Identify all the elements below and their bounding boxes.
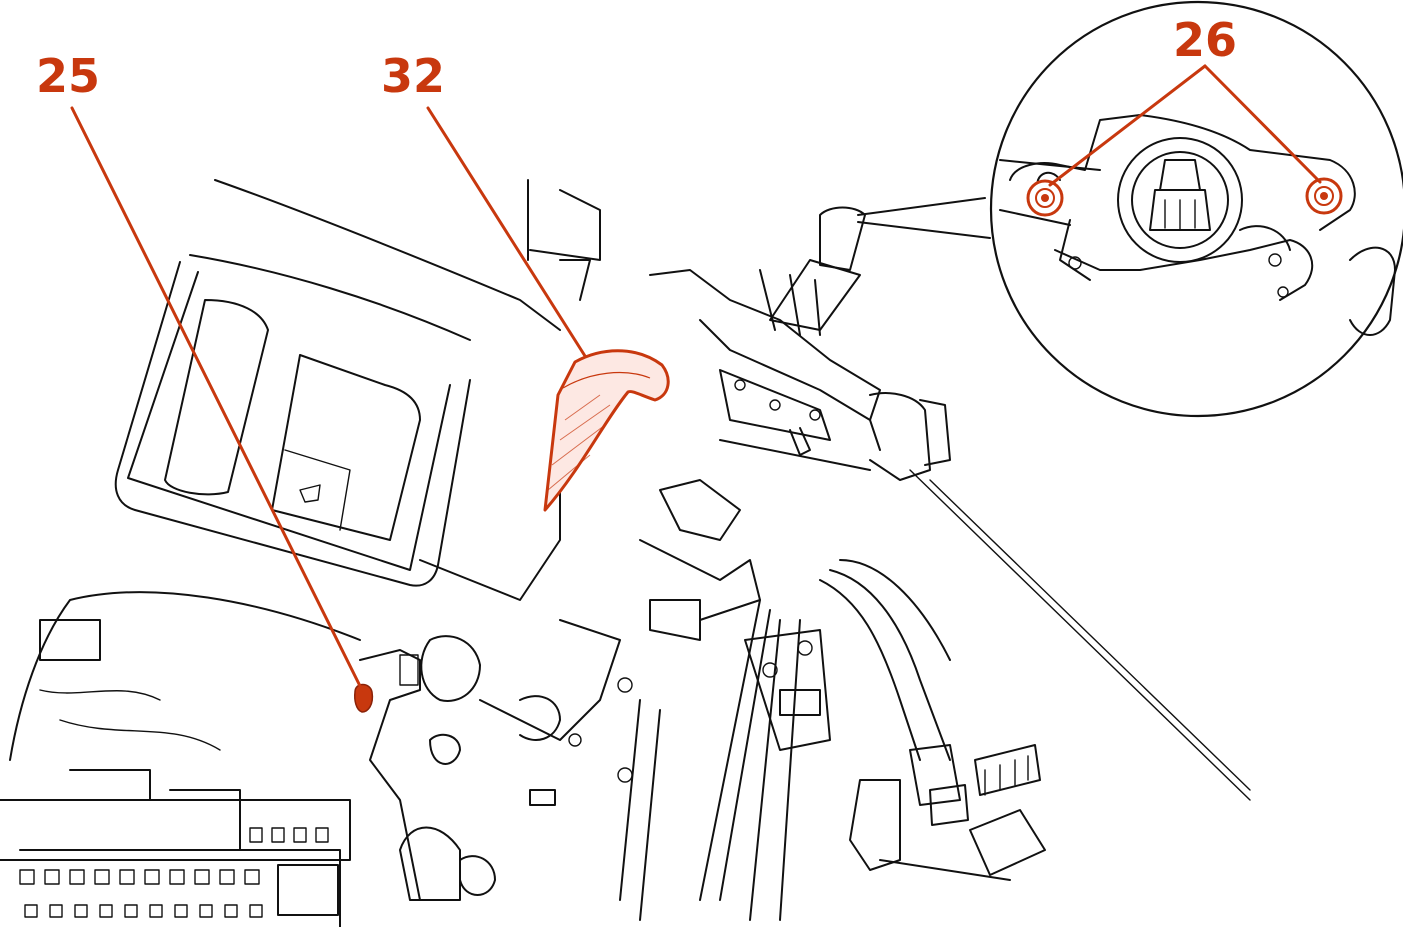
magnifier-leader-lines — [857, 197, 991, 239]
leader-line-25 — [70, 106, 364, 692]
leader-line-26-right — [1203, 64, 1322, 184]
leader-line-26-left — [1048, 64, 1207, 187]
magnified-bracket — [999, 114, 1396, 336]
callout-label-25: 25 — [36, 49, 100, 103]
leader-line-32 — [426, 106, 587, 358]
callout-label-32: 32 — [381, 49, 445, 103]
relay-block — [277, 864, 339, 916]
fuse-row-3 — [249, 827, 329, 843]
fuse-row-2 — [24, 904, 263, 918]
part-26-nut-left — [1026, 179, 1064, 217]
callout-label-26: 26 — [1173, 13, 1237, 67]
detail-magnifier — [857, 0, 1403, 418]
part-25-fastener — [354, 683, 374, 713]
leader-lines — [70, 64, 1322, 692]
magnifier-circle — [989, 0, 1403, 418]
fuse-box-area — [0, 591, 361, 927]
highlighted-parts — [354, 177, 1343, 713]
wiring-harness — [619, 479, 1046, 921]
part-26-nut-right — [1305, 177, 1343, 215]
instrument-panel — [114, 179, 561, 587]
column-support-bracket — [359, 179, 633, 901]
fuse-row-1 — [19, 869, 260, 885]
steering-column-assembly — [649, 206, 1251, 801]
part-32-duct — [543, 349, 670, 512]
